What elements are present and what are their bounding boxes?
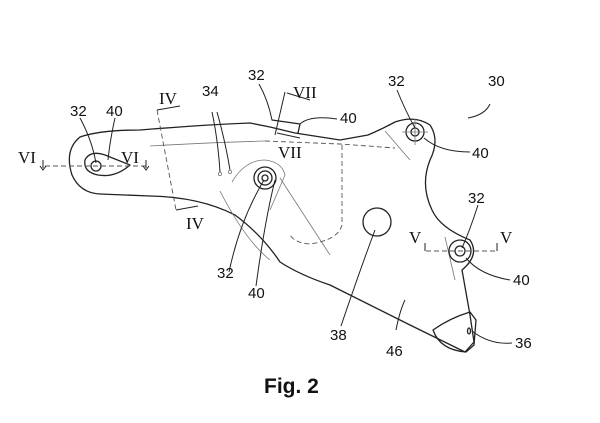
figure-caption: Fig. 2 [264,375,319,398]
section-label-iv: IV [159,89,178,108]
section-label-iv: IV [186,214,205,233]
opening [362,207,392,237]
section-arrows-v [424,243,498,251]
leader-40 [465,257,511,281]
inner-contour [384,130,411,161]
label-40: 40 [513,272,530,289]
label-40: 40 [106,103,123,120]
centerline [402,119,428,145]
label-36: 36 [515,335,532,352]
section-label-vi: VI [18,148,36,167]
tip-hole [466,327,472,335]
section-line-iv [156,109,177,211]
leader-32 [79,117,97,164]
section-label-v: V [500,228,513,247]
section-arrows-vi [39,160,150,171]
tip [432,311,477,353]
section-label-vii: VII [293,83,317,102]
leader-40 [299,117,338,125]
marking-hole [217,171,222,176]
label-40: 40 [340,110,357,127]
label-30: 30 [488,73,505,90]
label-40: 40 [472,145,489,162]
section-arrows-vii [276,92,311,139]
inner-contour [219,190,271,261]
leader-32 [396,89,416,129]
label-34: 34 [202,83,219,100]
label-32: 32 [248,67,265,84]
label-32: 32 [70,103,87,120]
section-label-vi: VI [121,148,139,167]
section-label-v: V [409,228,422,247]
section-arrows-iv [156,105,199,211]
leader-34 [211,111,231,173]
label-32: 32 [468,190,485,207]
leader-38 [340,229,376,327]
label-40: 40 [248,285,265,302]
leader-32 [258,83,273,121]
label-46: 46 [386,343,403,360]
inner-contour [279,177,331,256]
leader-30 [467,103,491,119]
inner-contour [444,236,456,281]
label-32: 32 [217,265,234,282]
leader-36 [471,330,513,344]
leader-46 [395,299,406,331]
center-boss-pad [231,159,286,211]
leader-40 [255,179,276,287]
dashed-rib [264,140,396,149]
leader-32 [228,179,265,273]
label-32: 32 [388,73,405,90]
center-boss-hole [261,174,269,182]
inner-contour [149,140,266,147]
label-38: 38 [330,327,347,344]
marking-hole [227,169,232,174]
center-boss-ring [257,170,273,186]
left-boss-outline [84,152,131,177]
section-line-vii [274,91,286,136]
bracket-outline [68,118,475,353]
section-label-vii: VII [278,143,302,162]
center-boss [253,166,277,190]
leader-40 [107,117,116,161]
leader-32 [461,204,479,249]
leader-40 [423,137,471,153]
